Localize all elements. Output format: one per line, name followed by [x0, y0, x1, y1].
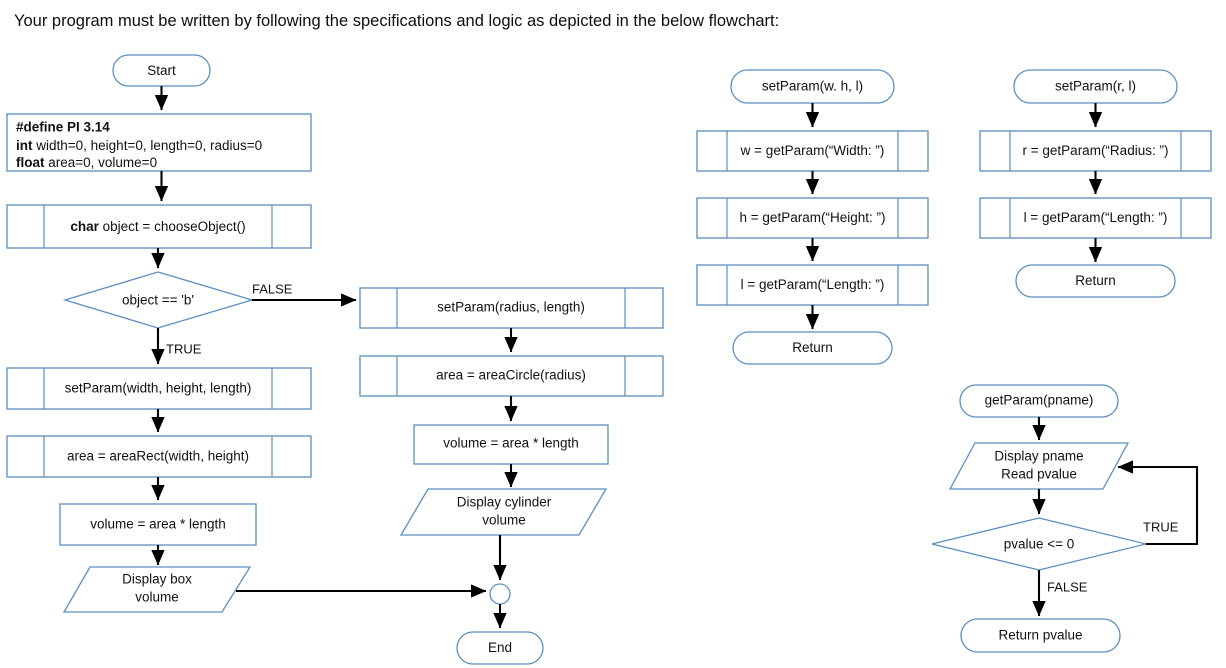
node-getparam-decision[interactable]: pvalue <= 0 — [931, 517, 1147, 571]
node-setparam-whl-title[interactable]: setParam(w. h, l) — [730, 69, 895, 104]
node-getparam-decision-label: pvalue <= 0 — [1004, 537, 1075, 552]
node-cyl-display-line2: volume — [482, 513, 526, 528]
node-start-label: Start — [147, 63, 176, 78]
node-getparam-title[interactable]: getParam(pname) — [959, 384, 1119, 418]
node-getparam-return[interactable]: Return pvalue — [960, 618, 1121, 653]
node-box-area-label: area = areaRect(width, height) — [67, 449, 249, 464]
node-declaration[interactable]: #define PI 3.14 int width=0, height=0, l… — [6, 113, 312, 172]
node-rl-return[interactable]: Return — [1015, 264, 1176, 298]
node-end-label: End — [488, 640, 512, 655]
declaration-line3: float area=0, volume=0 — [16, 155, 157, 170]
edge-label-false-getparam: FALSE — [1047, 579, 1088, 594]
declaration-line2: int width=0, height=0, length=0, radius=… — [16, 138, 262, 153]
node-whl-return-label: Return — [792, 340, 833, 355]
node-cyl-volume[interactable]: volume = area * length — [413, 424, 609, 465]
node-box-setparam[interactable]: setParam(width, height, length) — [6, 367, 312, 410]
connector-getparam-true-loop — [1117, 460, 1199, 546]
node-end[interactable]: End — [456, 631, 544, 665]
node-cyl-display[interactable]: Display cylinder volume — [399, 488, 608, 536]
declaration-line1: #define PI 3.14 — [16, 120, 110, 135]
node-choose-object[interactable]: char object = chooseObject() — [6, 204, 312, 249]
node-whl-step-1-label: w = getParam(“Width: ”) — [740, 143, 885, 158]
node-rl-step-1-label: r = getParam(“Radius: ”) — [1023, 143, 1169, 158]
node-getparam-io-line1: Display pname — [994, 449, 1083, 464]
node-whl-return[interactable]: Return — [732, 331, 893, 365]
node-box-display[interactable]: Display box volume — [62, 566, 252, 613]
node-decision-object-label: object == 'b' — [122, 293, 194, 308]
node-cyl-setparam-label: setParam(radius, length) — [437, 300, 585, 315]
node-cyl-area-label: area = areaCircle(radius) — [436, 368, 586, 383]
node-box-setparam-label: setParam(width, height, length) — [65, 381, 252, 396]
node-whl-step-3-label: l = getParam(“Length: ”) — [741, 277, 885, 292]
node-box-volume[interactable]: volume = area * length — [59, 503, 257, 546]
node-getparam-io[interactable]: Display pname Read pvalue — [948, 442, 1130, 490]
node-box-volume-label: volume = area * length — [90, 517, 225, 532]
node-whl-step-2-label: h = getParam(“Height: ”) — [740, 210, 886, 225]
edge-label-false-main: FALSE — [252, 281, 293, 296]
node-setparam-whl-title-label: setParam(w. h, l) — [762, 79, 863, 94]
node-rl-step-2-label: l = getParam(“Length: ”) — [1024, 210, 1168, 225]
node-start[interactable]: Start — [112, 54, 211, 87]
node-getparam-title-label: getParam(pname) — [985, 393, 1094, 408]
node-setparam-rl-title[interactable]: setParam(r, l) — [1013, 69, 1178, 104]
node-cyl-display-line1: Display cylinder — [457, 495, 552, 510]
node-decision-object[interactable]: object == 'b' — [62, 271, 255, 329]
node-junction-connector — [489, 583, 511, 605]
node-box-display-line2: volume — [135, 590, 179, 605]
node-box-display-line1: Display box — [122, 572, 192, 587]
node-choose-object-label: char object = chooseObject() — [70, 219, 245, 234]
edge-label-true-main: TRUE — [166, 341, 202, 356]
intro-text: Your program must be written by followin… — [14, 12, 780, 30]
node-rl-step-2[interactable]: l = getParam(“Length: ”) — [979, 197, 1212, 239]
node-box-area[interactable]: area = areaRect(width, height) — [6, 435, 312, 478]
node-getparam-return-label: Return pvalue — [998, 628, 1082, 643]
node-getparam-io-line2: Read pvalue — [1001, 467, 1077, 482]
node-whl-step-3[interactable]: l = getParam(“Length: ”) — [696, 264, 929, 306]
node-rl-step-1[interactable]: r = getParam(“Radius: ”) — [979, 130, 1212, 172]
node-rl-return-label: Return — [1075, 273, 1116, 288]
node-cyl-volume-label: volume = area * length — [443, 436, 578, 451]
edge-label-true-getparam: TRUE — [1143, 519, 1179, 534]
node-whl-step-1[interactable]: w = getParam(“Width: ”) — [696, 130, 929, 172]
node-cyl-area[interactable]: area = areaCircle(radius) — [359, 355, 664, 397]
node-whl-step-2[interactable]: h = getParam(“Height: ”) — [696, 197, 929, 239]
node-cyl-setparam[interactable]: setParam(radius, length) — [359, 287, 664, 329]
node-setparam-rl-title-label: setParam(r, l) — [1055, 79, 1136, 94]
